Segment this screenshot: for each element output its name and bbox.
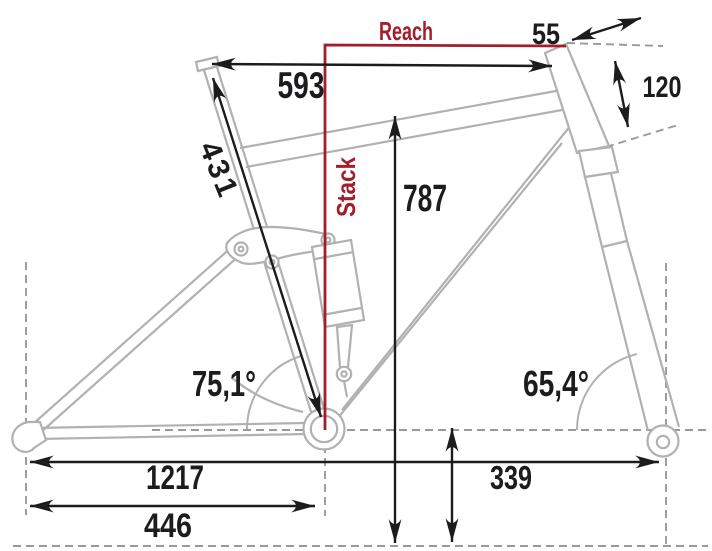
reach-stack-line xyxy=(323,43,567,430)
head-top-offset-label: 55 xyxy=(532,18,560,51)
seat-tube-dimension-arrow xyxy=(211,77,323,418)
wheelbase-label: 1217 xyxy=(146,459,204,497)
seatstay-lower-line xyxy=(39,253,242,434)
seat-tube-angle-label: 75,1° xyxy=(192,363,256,404)
seatstay-upper-line xyxy=(32,244,235,425)
head-top-offset-dimension-arrow xyxy=(571,16,642,42)
shock-shaft xyxy=(335,323,354,370)
head-tube xyxy=(543,42,611,155)
head-tube-dimension-arrow xyxy=(613,60,630,128)
chainstay-upper-line xyxy=(33,421,307,430)
seat-tube-length-label: 431 xyxy=(192,137,245,204)
reach-stack-lines xyxy=(323,43,567,430)
shock-lower-link-line xyxy=(342,380,349,398)
fork-upper-leg xyxy=(583,171,629,249)
dimension-arrows xyxy=(30,16,659,543)
rear-dropout xyxy=(11,420,48,453)
down-tube-upper-line xyxy=(341,124,572,411)
fork-lower-leg-right-line xyxy=(625,240,681,428)
standover-height-label: 787 xyxy=(403,178,447,220)
chainstay-lower-line xyxy=(35,432,309,441)
shock-body-bottom-cap-line xyxy=(321,306,362,317)
head-tube-bottom-extension-line xyxy=(605,124,679,148)
down-tube-lower-line xyxy=(332,142,563,425)
shock-body-top-cap-line xyxy=(314,250,355,261)
head-tube-angle-label: 65,4° xyxy=(523,363,589,404)
top-tube-length-label: 593 xyxy=(278,65,325,106)
shock-eyelet xyxy=(335,365,353,383)
shock-body xyxy=(310,238,366,329)
head-angle-arc xyxy=(575,353,638,431)
chainstay-length-label: 446 xyxy=(144,507,192,545)
fork-lower-leg-left-line xyxy=(600,246,650,432)
front-axle-circle xyxy=(655,434,671,450)
rocker-pivot-left xyxy=(233,241,249,257)
head-tube-top-extension-line xyxy=(566,42,664,47)
reach-label: Reach xyxy=(379,16,433,46)
fork-crown xyxy=(577,145,620,179)
stack-label: Stack xyxy=(331,157,361,217)
bb-height-label: 339 xyxy=(490,459,532,496)
dimension-labels: Reach Stack 593 55 120 431 787 75,1° 65,… xyxy=(144,16,682,545)
head-tube-length-label: 120 xyxy=(643,71,682,104)
top-tube-dimension-arrow xyxy=(211,57,553,73)
shock-eyelet-axle xyxy=(340,370,348,378)
